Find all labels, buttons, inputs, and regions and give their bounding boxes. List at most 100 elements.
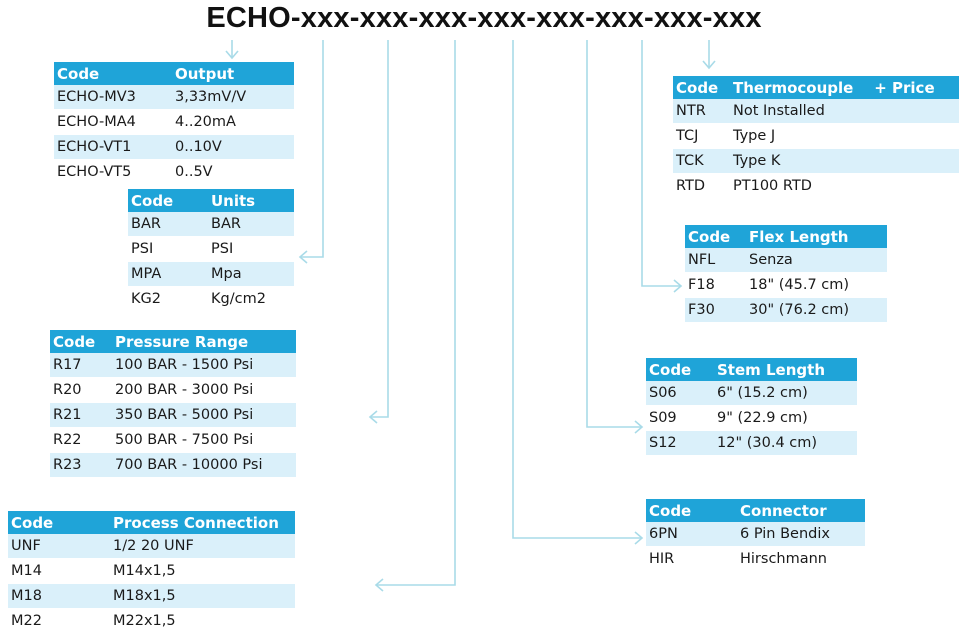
- thermocouple-table: Code Thermocouple + Price NTR Not Instal…: [673, 76, 959, 199]
- cell-code: ECHO-MA4: [54, 109, 172, 135]
- arrowhead-units: [298, 250, 308, 264]
- header-connector: Connector: [737, 499, 865, 522]
- table-row: R22 500 BAR - 7500 Psi: [50, 427, 296, 453]
- cell-process-connection: M22x1,5: [110, 608, 295, 634]
- table-row: ECHO-VT1 0..10V: [54, 134, 294, 160]
- header-thermocouple-price: Thermocouple + Price: [730, 76, 959, 99]
- table-row: R21 350 BAR - 5000 Psi: [50, 402, 296, 428]
- header-units: Units: [208, 189, 294, 212]
- header-code: Code: [50, 330, 112, 353]
- table-row: M18 M18x1,5: [8, 583, 295, 609]
- output-table: Code Output ECHO-MV3 3,33mV/V ECHO-MA4 4…: [54, 62, 294, 185]
- header-code: Code: [54, 62, 172, 85]
- cell-code: S06: [646, 381, 714, 406]
- table-row: R23 700 BAR - 10000 Psi: [50, 452, 296, 478]
- arrowhead-pressure-range: [368, 410, 378, 424]
- table-row: R17 100 BAR - 1500 Psi: [50, 353, 296, 378]
- cell-code: UNF: [8, 534, 110, 559]
- cell-code: TCK: [673, 148, 730, 174]
- header-code: Code: [646, 358, 714, 381]
- table-row: TCJ Type J: [673, 123, 959, 149]
- arrowhead-output: [225, 50, 239, 60]
- cell-code: KG2: [128, 286, 208, 312]
- product-code-title: ECHO-xxx-xxx-xxx-xxx-xxx-xxx-xxx-xxx: [206, 2, 762, 34]
- table-row: ECHO-MA4 4..20mA: [54, 109, 294, 135]
- cell-flex-length: 30" (76.2 cm): [746, 297, 887, 323]
- cell-code: PSI: [128, 236, 208, 262]
- table-row: R20 200 BAR - 3000 Psi: [50, 377, 296, 403]
- cell-flex-length: 18" (45.7 cm): [746, 272, 887, 298]
- table-header-row: Code Connector: [646, 499, 865, 522]
- table-row: BAR BAR: [128, 212, 294, 237]
- arrowhead-stem-length: [634, 420, 644, 434]
- header-code: Code: [8, 511, 110, 534]
- cell-pressure-range: 500 BAR - 7500 Psi: [112, 427, 296, 453]
- cell-connector: 6 Pin Bendix: [737, 522, 865, 547]
- table-header-row: Code Units: [128, 189, 294, 212]
- cell-connector: Hirschmann: [737, 546, 865, 572]
- arrowhead-thermocouple: [702, 60, 716, 70]
- cell-code: HIR: [646, 546, 737, 572]
- header-code: Code: [685, 225, 746, 248]
- cell-code: M18: [8, 583, 110, 609]
- table-row: S09 9" (22.9 cm): [646, 405, 857, 431]
- cell-code: RTD: [673, 173, 730, 199]
- table-row: NTR Not Installed: [673, 99, 959, 124]
- cell-code: M14: [8, 558, 110, 584]
- table-row: ECHO-VT5 0..5V: [54, 159, 294, 185]
- cell-code: R21: [50, 402, 112, 428]
- header-flex-length: Flex Length: [746, 225, 887, 248]
- cell-units: BAR: [208, 212, 294, 237]
- header-output: Output: [172, 62, 294, 85]
- table-row: TCK Type K: [673, 148, 959, 174]
- cell-pressure-range: 100 BAR - 1500 Psi: [112, 353, 296, 378]
- arrowhead-connector: [634, 531, 644, 545]
- table-row: KG2 Kg/cm2: [128, 286, 294, 312]
- table-header-row: Code Output: [54, 62, 294, 85]
- units-table: Code Units BAR BAR PSI PSI MPA Mpa KG2 K…: [128, 189, 294, 312]
- cell-flex-length: Senza: [746, 248, 887, 273]
- header-code: Code: [673, 76, 730, 99]
- table-header-row: Code Flex Length: [685, 225, 887, 248]
- cell-stem-length: 6" (15.2 cm): [714, 381, 857, 406]
- table-row: MPA Mpa: [128, 261, 294, 287]
- cell-code: R22: [50, 427, 112, 453]
- cell-process-connection: M18x1,5: [110, 583, 295, 609]
- cell-stem-length: 9" (22.9 cm): [714, 405, 857, 431]
- table-row: S06 6" (15.2 cm): [646, 381, 857, 406]
- cell-code: S12: [646, 430, 714, 456]
- cell-code: R23: [50, 452, 112, 478]
- cell-units: PSI: [208, 236, 294, 262]
- arrow-units: [300, 40, 324, 258]
- table-row: 6PN 6 Pin Bendix: [646, 522, 865, 547]
- cell-code: M22: [8, 608, 110, 634]
- cell-thermocouple: Type K: [730, 148, 959, 174]
- table-row: RTD PT100 RTD: [673, 173, 959, 199]
- table-row: M22 M22x1,5: [8, 608, 295, 634]
- cell-output: 3,33mV/V: [172, 85, 294, 110]
- cell-code: NFL: [685, 248, 746, 273]
- cell-stem-length: 12" (30.4 cm): [714, 430, 857, 456]
- arrowhead-process-connection: [374, 578, 384, 592]
- process-connection-table: Code Process Connection UNF 1/2 20 UNF M…: [8, 511, 295, 634]
- cell-units: Kg/cm2: [208, 286, 294, 312]
- table-row: S12 12" (30.4 cm): [646, 430, 857, 456]
- cell-thermocouple: Type J: [730, 123, 959, 149]
- cell-code: F30: [685, 297, 746, 323]
- table-row: HIR Hirschmann: [646, 546, 865, 572]
- connector-table: Code Connector 6PN 6 Pin Bendix HIR Hirs…: [646, 499, 865, 572]
- flex-length-table: Code Flex Length NFL Senza F18 18" (45.7…: [685, 225, 887, 323]
- table-row: UNF 1/2 20 UNF: [8, 534, 295, 559]
- table-header-row: Code Pressure Range: [50, 330, 296, 353]
- arrow-connector: [512, 40, 642, 539]
- cell-code: TCJ: [673, 123, 730, 149]
- cell-pressure-range: 200 BAR - 3000 Psi: [112, 377, 296, 403]
- arrow-stem-length: [586, 40, 642, 428]
- table-header-row: Code Process Connection: [8, 511, 295, 534]
- header-code: Code: [128, 189, 208, 212]
- table-row: M14 M14x1,5: [8, 558, 295, 584]
- table-row: F18 18" (45.7 cm): [685, 272, 887, 298]
- table-row: PSI PSI: [128, 236, 294, 262]
- header-process-connection: Process Connection: [110, 511, 295, 534]
- cell-thermocouple: PT100 RTD: [730, 173, 959, 199]
